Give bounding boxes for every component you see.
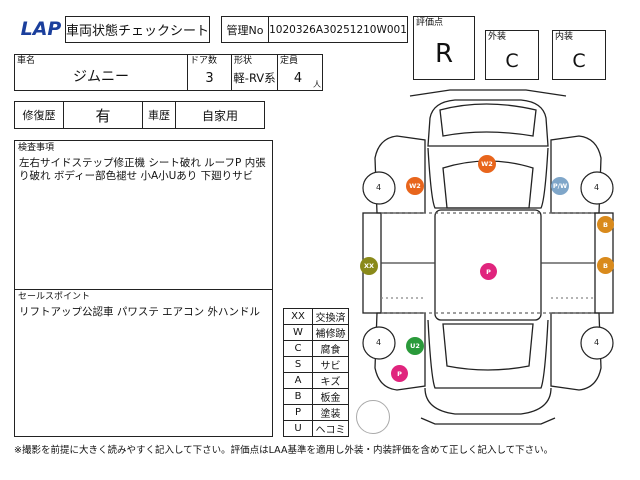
body-type-box: 形状 軽-RV系 (231, 54, 278, 91)
tire-label-front-right: 4 (594, 183, 600, 192)
inspection-box: 検査事項 左右サイドステップ修正機 シート破れ ルーフP 内張り破れ ボディー部… (14, 140, 273, 290)
rear-bottom-bar (420, 417, 556, 425)
overall-grade-value: R (434, 39, 454, 69)
interior-grade-value: C (572, 50, 586, 72)
rear-window-outline (442, 323, 534, 371)
capacity-unit: 人 (313, 80, 321, 89)
exterior-grade-label: 外装 (488, 32, 507, 42)
inspection-stamp-circle (356, 400, 390, 434)
damage-marker-hood: W2 (478, 155, 496, 173)
left-rear-fender (374, 312, 426, 391)
legend-code: A (283, 372, 313, 389)
damage-marker-right-rear-door: B (597, 257, 614, 274)
front-grille-outline (439, 103, 537, 137)
tire-label-rear-right: 4 (594, 338, 600, 347)
body-type-label: 形状 (234, 56, 253, 66)
left-front-fender (374, 135, 426, 214)
rear-left-tire (362, 326, 396, 360)
management-number-label: 管理No (221, 16, 269, 43)
sales-points-box: セールスポイント リフトアップ公認車 パワステ エアコン 外ハンドル (14, 289, 273, 437)
damage-marker-left-side: XX (360, 257, 378, 275)
exterior-grade-value: C (505, 50, 519, 72)
front-right-tire (580, 171, 614, 205)
management-number-value: 1020326A30251210W001 (268, 16, 408, 43)
rear-bumper-outline (424, 387, 552, 415)
inspection-label: 検査事項 (18, 143, 55, 153)
capacity-value: 4 (293, 70, 303, 86)
tire-label-rear-left: 4 (376, 338, 382, 347)
legend-meaning: サビ (312, 356, 349, 373)
interior-grade-label: 内装 (555, 32, 574, 42)
front-top-bar (409, 89, 567, 97)
legend-meaning: 腐食 (312, 340, 349, 357)
car-name-value: ジムニー (73, 69, 129, 85)
legend-code: XX (283, 308, 313, 325)
legend-meaning: キズ (312, 372, 349, 389)
doors-value: 3 (205, 70, 214, 86)
usage-history-label: 車歴 (142, 101, 176, 129)
usage-history-value: 自家用 (175, 101, 265, 129)
front-hood-outline (427, 99, 549, 147)
damage-marker-rear-left-bumper: P (391, 365, 408, 382)
legend-code: S (283, 356, 313, 373)
legend-meaning: 交換済 (312, 308, 349, 325)
legend-code: C (283, 340, 313, 357)
lap-logo: LAP (14, 18, 68, 40)
tire-label-front-left: 4 (376, 183, 382, 192)
logo-text: LAP (20, 18, 62, 40)
rear-body-outline (427, 319, 549, 389)
exterior-grade-box: 外装 C (485, 30, 539, 80)
damage-marker-front-right-fender: P/W (551, 177, 569, 195)
repair-history-label: 修復歴 (14, 101, 64, 129)
right-rear-fender (550, 312, 602, 391)
doors-box: ドア数 3 (187, 54, 232, 91)
legend-meaning: ヘコミ (312, 420, 349, 437)
sales-points-text: リフトアップ公認車 パワステ エアコン 外ハンドル (19, 306, 261, 318)
damage-marker-front-left-fender: W2 (406, 177, 424, 195)
sheet-title-text: 車両状態チェックシート (66, 24, 210, 39)
footer-note: ※撮影を前提に大きく読みやすく記入して下さい。評価点はLAA基準を適用し外装・内… (14, 445, 554, 456)
rear-right-tire (580, 326, 614, 360)
legend-code: B (283, 388, 313, 405)
interior-grade-box: 内装 C (552, 30, 606, 80)
legend-meaning: 塗装 (312, 404, 349, 421)
car-name-box: 車名 ジムニー (14, 54, 188, 91)
overall-grade-box: 評価点 R (413, 16, 475, 80)
legend-meaning: 補修跡 (312, 324, 349, 341)
car-name-label: 車名 (17, 56, 36, 66)
body-type-value: 軽-RV系 (233, 71, 276, 85)
legend-code: W (283, 324, 313, 341)
windshield-outline (442, 160, 534, 209)
legend-code: P (283, 404, 313, 421)
capacity-label: 定員 (280, 56, 299, 66)
sales-points-label: セールスポイント (18, 292, 91, 302)
sheet-title: 車両状態チェックシート (65, 16, 210, 43)
damage-marker-rear-left-quarter: U2 (406, 337, 424, 355)
legend-code: U (283, 420, 313, 437)
inspection-text: 左右サイドステップ修正機 シート破れ ルーフP 内張り破れ ボディー部色褪せ 小… (19, 157, 266, 182)
capacity-box: 定員 4 人 (277, 54, 323, 91)
damage-marker-roof: P (480, 263, 497, 280)
overall-grade-label: 評価点 (416, 18, 444, 28)
roof-outline (434, 209, 542, 321)
damage-marker-right-front-door: B (597, 216, 614, 233)
doors-label: ドア数 (190, 56, 218, 66)
front-left-tire (362, 171, 396, 205)
legend-meaning: 板金 (312, 388, 349, 405)
repair-history-value: 有 (63, 101, 143, 129)
